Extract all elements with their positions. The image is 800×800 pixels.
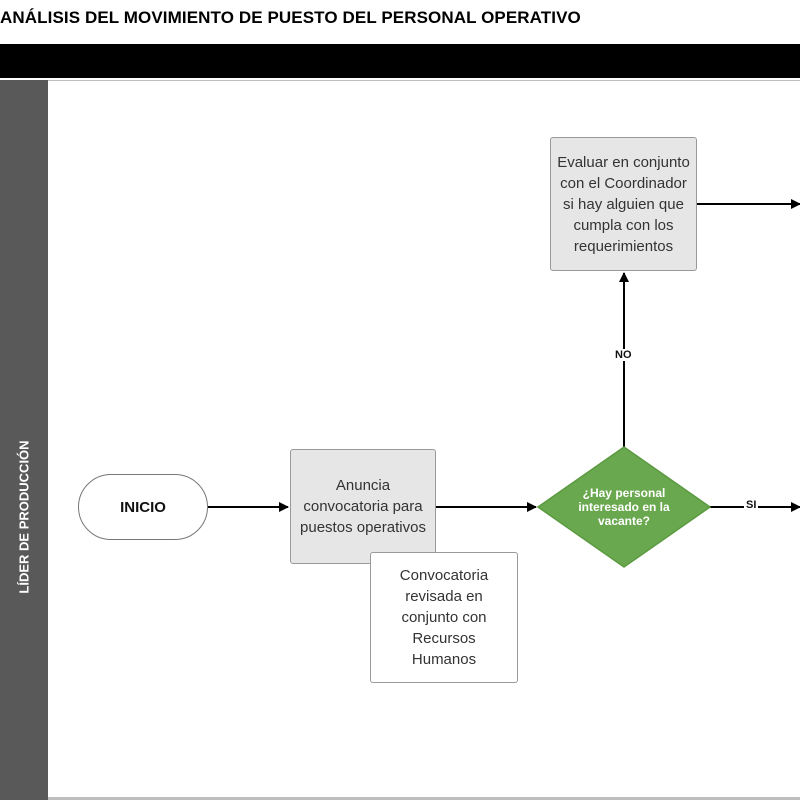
decision-label: ¿Hay personal interesado en la vacante?: [578, 486, 670, 528]
edge-label-yes: SI: [744, 499, 759, 511]
header-bar: [0, 44, 800, 78]
evaluate-process-node: Evaluar en conjunto con el Coordinador s…: [550, 137, 697, 271]
edge-label-no: NO: [613, 349, 634, 361]
swimlane-body: [48, 80, 800, 800]
diagram-title: ANÁLISIS DEL MOVIMIENTO DE PUESTO DEL PE…: [0, 8, 581, 27]
swimlane-header: LÍDER DE PRODUCCIÓN: [0, 80, 48, 800]
note-node: Convocatoria revisada en conjunto con Re…: [370, 552, 518, 683]
announce-process-node: Anuncia convocatoria para puestos operat…: [290, 449, 436, 564]
start-node: INICIO: [78, 474, 208, 540]
decision-diamond: [536, 446, 712, 568]
